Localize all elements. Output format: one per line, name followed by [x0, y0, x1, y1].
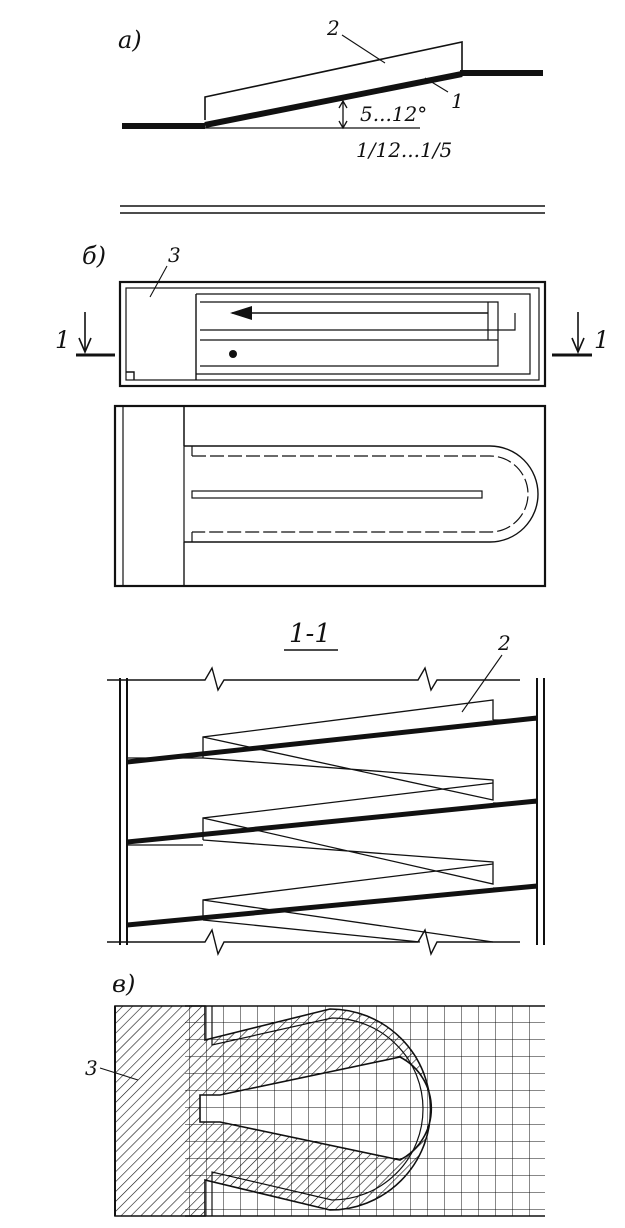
hatched-ramp: [114, 1005, 433, 1217]
angle-label: 5...12°: [360, 102, 427, 126]
panel-v-label: в): [112, 970, 135, 998]
panel-a: а) 2 1 5...12° 1/12...1/5: [118, 16, 543, 162]
u-ramp-rail: [192, 455, 529, 533]
parapets: [202, 699, 494, 943]
cut-label-left: 1: [55, 326, 70, 354]
panel-a-label: а): [118, 26, 142, 54]
plan-upper-outer: [118, 280, 547, 388]
ramp-section-1: [126, 715, 538, 765]
plan-upper-inner: [125, 287, 540, 381]
callout-1-a: 1: [451, 89, 464, 113]
panel-b-label: б): [82, 242, 106, 270]
ramp-slab: [204, 71, 463, 128]
callout-2-section: 2: [497, 631, 511, 655]
separator-line: [120, 205, 545, 214]
callout-3-v: 3: [85, 1056, 98, 1080]
ramp-section-3: [126, 883, 538, 928]
callout-2-a: 2: [326, 16, 340, 40]
section-title: 1-1: [289, 619, 331, 649]
cut-marker-right: 1: [552, 312, 609, 357]
cut-label-right: 1: [594, 326, 609, 354]
panel-v: в) 3: [85, 970, 545, 1217]
plan-lower-outer: [113, 404, 547, 588]
leader-1a: [424, 77, 449, 93]
u-ramp-center-divider: [191, 490, 483, 499]
panel-b: б) 3 1 1: [55, 242, 609, 588]
ramp-outline-upper: [196, 293, 531, 375]
ramp-parapet: [204, 41, 463, 120]
cut-marker-left: 1: [55, 312, 115, 357]
u-ramp-outer: [184, 445, 539, 543]
start-dot: [229, 350, 237, 358]
callout-3-b: 3: [168, 243, 181, 267]
arrow-head: [230, 306, 252, 320]
leader-2a: [341, 34, 386, 64]
break-line-top: [107, 666, 520, 692]
section-1-1: 1-1 2: [107, 619, 545, 957]
slope-label: 1/12...1/5: [356, 138, 452, 162]
break-line-bottom: [107, 928, 520, 957]
ramp-section-2: [126, 798, 538, 845]
